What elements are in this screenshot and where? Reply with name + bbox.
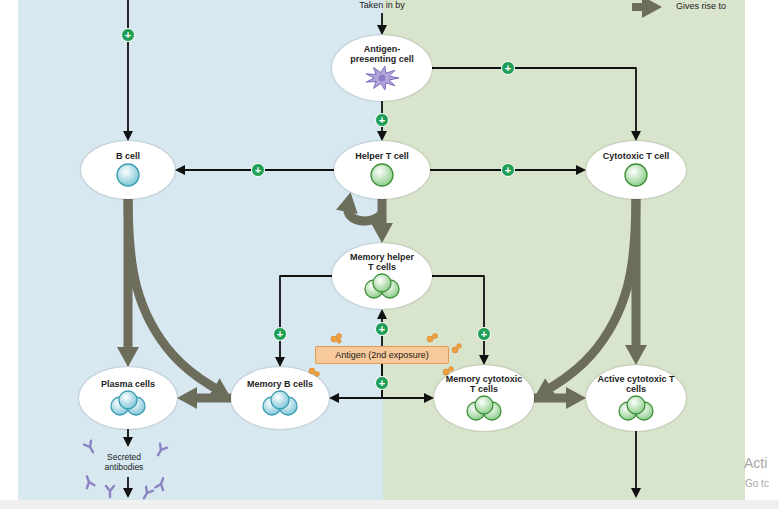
gives-rise-arrow	[632, 199, 641, 351]
cell-icon	[360, 272, 404, 300]
node-label: Helper T cell	[355, 151, 409, 161]
plus-sign: +	[251, 163, 265, 177]
bottom-strip	[0, 500, 779, 509]
antibody-icons	[83, 441, 167, 501]
cell-icon	[360, 161, 404, 189]
gives-rise-arrow	[534, 394, 572, 403]
plus-sign: +	[121, 28, 135, 42]
cell-body	[371, 164, 393, 186]
plus-sign: +	[501, 61, 515, 75]
cell-node: Memory helper T cells	[332, 243, 432, 309]
stimulation-arrow	[432, 68, 636, 136]
plus-sign: +	[375, 322, 389, 336]
outgoing-arrow	[127, 477, 129, 493]
nucleus	[379, 75, 386, 82]
legend-arrow	[632, 3, 648, 11]
watermark: Go tc	[745, 478, 769, 490]
cell-icon	[614, 394, 658, 422]
humoral-band	[18, 0, 383, 500]
cell-body	[627, 396, 645, 414]
taken-in-arrow	[381, 13, 383, 30]
cell-icon	[462, 394, 506, 422]
cell-node: Memory B cells	[231, 367, 329, 429]
node-label: Memory cytotoxic T cells	[442, 374, 526, 394]
apc-shape	[366, 66, 399, 90]
cell-icon	[614, 161, 658, 189]
stimulation-arrow	[382, 364, 429, 398]
cell-body	[475, 396, 493, 414]
node-label: Memory helper T cells	[346, 252, 418, 272]
cell-node: Antigen-presenting cell	[332, 35, 432, 101]
cell-node: Plasma cells	[79, 367, 177, 429]
antigen-box: Antigen (2nd exposure)	[315, 346, 449, 364]
cell-body	[373, 274, 391, 292]
gives-rise-arrow	[546, 199, 636, 391]
plus-sign: +	[501, 163, 515, 177]
legend-text: Gives rise to	[676, 1, 726, 11]
cell-icon	[258, 389, 302, 417]
node-label: Antigen (2nd exposure)	[335, 350, 429, 360]
cell-node: B cell	[81, 141, 175, 199]
plus-sign: +	[477, 327, 491, 341]
cell-node: Memory cytotoxic T cells	[434, 365, 534, 431]
node-label: Cytotoxic T cell	[603, 151, 670, 161]
watermark: Acti	[744, 455, 767, 471]
cell-icon	[106, 161, 150, 189]
node-label: B cell	[116, 151, 140, 161]
cell-icon	[106, 389, 150, 417]
gives-rise-arrow	[378, 199, 387, 229]
cell-node: Cytotoxic T cell	[586, 141, 686, 199]
cell-body	[271, 391, 289, 409]
antigen-particles	[309, 334, 461, 377]
outgoing-arrow	[635, 428, 637, 493]
node-label: Antigen-presenting cell	[343, 44, 421, 64]
node-label: Memory B cells	[247, 379, 313, 389]
cell-mediated-band	[383, 0, 745, 500]
cell-icon	[360, 64, 404, 92]
secretion-arrow	[127, 428, 129, 442]
gives-rise-arrow	[191, 394, 231, 403]
incoming-arrow	[127, 0, 129, 136]
product-label: Secreted antibodies	[96, 453, 152, 473]
cell-body	[119, 391, 137, 409]
self-renewal-arrow	[348, 206, 382, 221]
cell-node: Helper T cell	[334, 141, 430, 199]
node-label: Plasma cells	[101, 379, 155, 389]
plus-sign: +	[375, 113, 389, 127]
node-label: Active cytotoxic T cells	[594, 374, 678, 394]
plus-sign: +	[375, 376, 389, 390]
cell-body	[117, 164, 139, 186]
cell-body	[625, 164, 647, 186]
gives-rise-arrow	[128, 199, 219, 391]
plus-sign: +	[273, 327, 287, 341]
cell-node: Active cytotoxic T cells	[586, 365, 686, 431]
arrow-label: Taken in by	[359, 0, 405, 10]
